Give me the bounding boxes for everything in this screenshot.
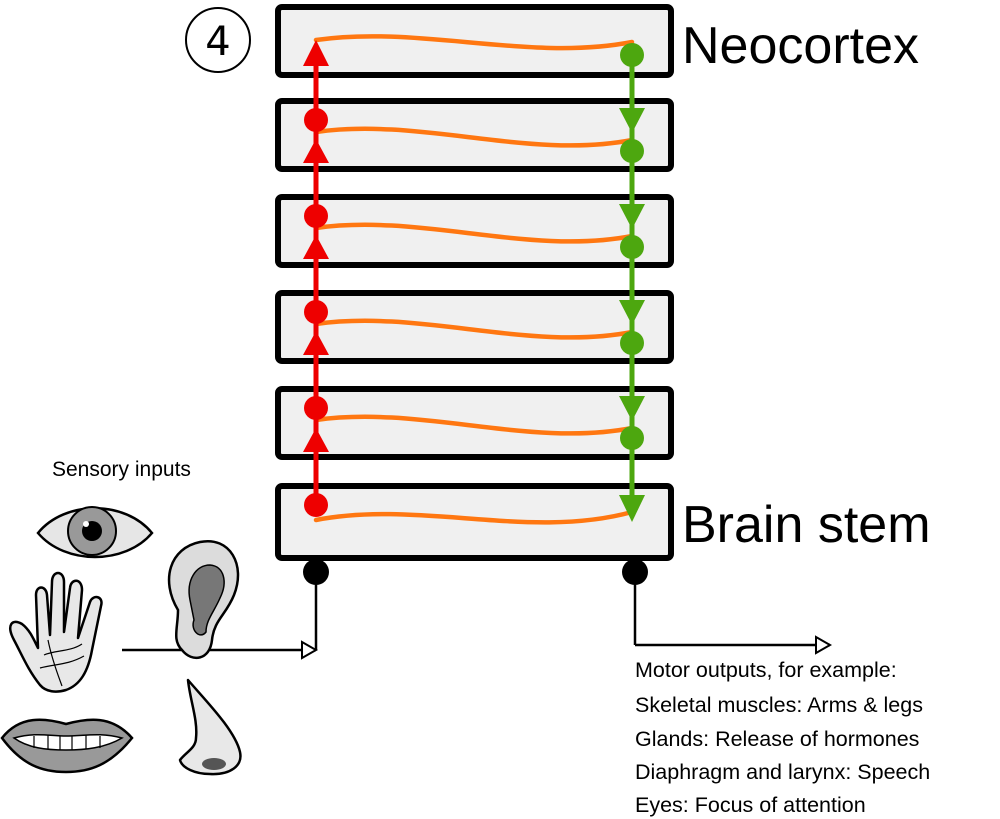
step-number-badge: 4 [185, 7, 251, 73]
layer-box [275, 98, 674, 172]
descending-node [620, 235, 644, 259]
descending-arrowhead [619, 300, 645, 325]
hand-icon [9, 571, 103, 693]
motor-output-line: Eyes: Focus of attention [635, 793, 866, 817]
neocortex-label: Neocortex [682, 17, 919, 75]
eye-icon [36, 506, 154, 559]
descending-node [620, 43, 644, 67]
ear-icon [167, 539, 240, 660]
ascending-node [304, 300, 328, 324]
mouth-icon [0, 718, 134, 774]
motor-output-line: Glands: Release of hormones [635, 727, 919, 751]
layer-box [275, 483, 674, 561]
connection-line [313, 222, 635, 244]
descending-node [620, 139, 644, 163]
descending-arrowhead [619, 204, 645, 229]
ascending-node [304, 396, 328, 420]
connection-line [313, 318, 635, 340]
ascending-node [304, 108, 328, 132]
ascending-node [304, 204, 328, 228]
ascending-arrowhead [303, 235, 329, 259]
descending-node [620, 426, 644, 450]
connection-line [313, 414, 635, 436]
motor-output-line: Diaphragm and larynx: Speech [635, 760, 930, 784]
io-ports [303, 559, 648, 585]
descending-node [620, 331, 644, 355]
descending-arrowhead [619, 396, 645, 421]
ascending-arrowhead [303, 40, 329, 66]
nose-icon [178, 678, 242, 776]
descending-arrowhead [619, 495, 645, 522]
layer-box [275, 290, 674, 364]
descending-pathway [619, 43, 645, 522]
sensory-input-connector [122, 572, 319, 660]
ascending-arrowhead [303, 139, 329, 163]
ascending-node [304, 493, 328, 517]
motor-output-connector [633, 572, 833, 655]
motor-output-line: Skeletal muscles: Arms & legs [635, 693, 923, 717]
motor-outputs-list: Motor outputs, for example: Skeletal mus… [635, 658, 930, 817]
ascending-pathway [303, 40, 329, 517]
sensory-inputs-label: Sensory inputs [52, 458, 191, 481]
brain-stem-label: Brain stem [682, 496, 931, 554]
layer-connections [313, 34, 635, 525]
ascending-arrowhead [303, 331, 329, 355]
cortical-layers [275, 4, 674, 561]
layer-box [275, 386, 674, 460]
ascending-arrowhead [303, 428, 329, 452]
step-number: 4 [205, 19, 230, 65]
motor-output-line: Motor outputs, for example: [635, 658, 897, 682]
connection-line [313, 509, 635, 525]
descending-arrowhead [619, 108, 645, 133]
connection-line [313, 34, 635, 51]
layer-box [275, 194, 674, 268]
connection-line [313, 126, 635, 148]
